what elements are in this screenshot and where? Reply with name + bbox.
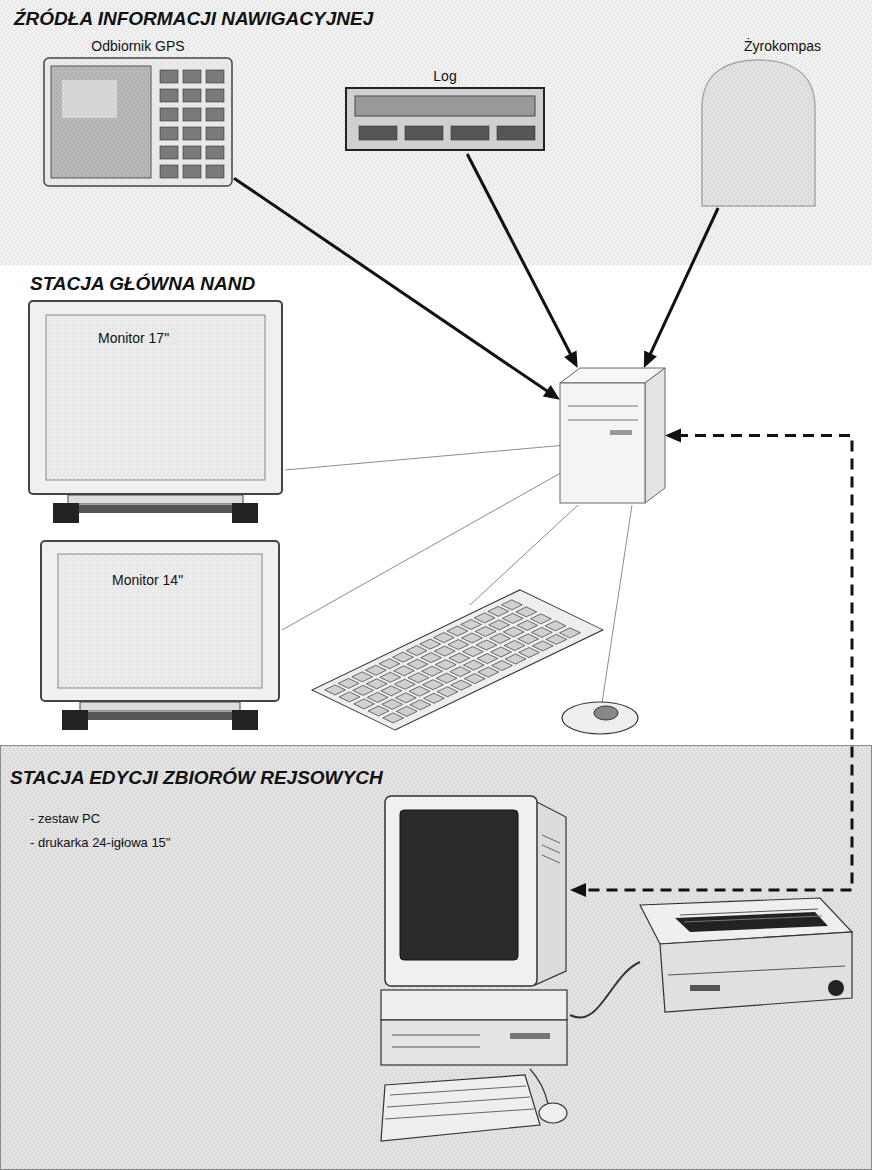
section-heading: STACJA EDYCJI ZBIORÓW REJSOWYCH [10,767,383,790]
device-label: Monitor 14" [112,572,183,589]
equipment-list-item: - zestaw PC [30,811,100,827]
signal-arrow [467,154,577,368]
gyrocompass-drawing [690,38,825,208]
arrowhead [644,351,657,368]
connector-line [649,208,718,357]
main-station-computer: STACJA GŁÓWNA NAND [560,368,665,503]
edit-station-ground [1,746,872,1170]
device-label: Żyrokompas [744,38,821,55]
main-station-computer-drawing [560,368,665,503]
pc-set-drawing [380,795,570,1150]
equipment-list-item: - drukarka 24-igłowa 15" [30,835,170,851]
edit-station-region: STACJA EDYCJI ZBIORÓW REJSOWYCH - zestaw … [0,745,872,1170]
arrowhead [665,429,681,443]
arrowhead [570,883,586,897]
monitor: Monitor 14" [40,540,280,732]
monitor-drawing [40,540,280,732]
gyrocompass: Żyrokompas [690,38,825,208]
sources-band [0,0,872,265]
section-heading: ŹRÓDŁA INFORMACJI NAWIGACYJNEJ [14,8,373,31]
gps-receiver: Odbiornik GPS [42,38,234,188]
gps-receiver-drawing [42,38,234,188]
speed-log: Log [345,68,545,154]
device-label: Monitor 17" [98,330,169,347]
keyboard [312,590,603,730]
connector-line [467,154,572,357]
device-label: Odbiornik GPS [91,38,184,55]
arrowhead [564,351,578,368]
arrowhead [543,385,560,400]
device-label: Log [433,68,456,85]
monitor: Monitor 17" [28,300,283,525]
signal-arrow [644,208,718,368]
connector-line [582,436,852,891]
trackball [562,702,638,734]
section-heading: STACJA GŁÓWNA NAND [30,273,255,296]
pc-set: - zestaw PC- drukarka 24-igłowa 15" [380,795,570,1150]
printer [640,898,852,1012]
printer-cable [570,962,640,1018]
